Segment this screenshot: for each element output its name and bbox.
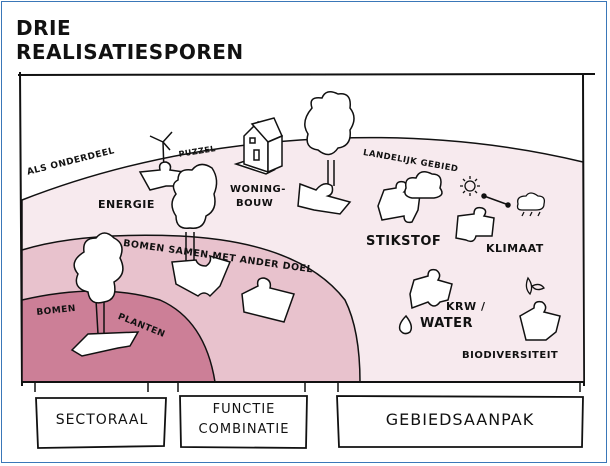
label-krw: KRW / bbox=[446, 300, 486, 313]
tree-icon-sectoraal bbox=[73, 232, 124, 335]
puzzle-piece-functie bbox=[171, 254, 232, 298]
cloud-icon bbox=[404, 171, 443, 199]
track-label-sectoraal: SECTORAAL bbox=[55, 412, 149, 428]
label-biodiversiteit: BIODIVERSITEIT bbox=[462, 350, 559, 361]
label-woningbouw-1: WONING- bbox=[230, 184, 286, 195]
label-stikstof: STIKSTOF bbox=[366, 234, 442, 249]
label-water: WATER bbox=[420, 316, 474, 331]
title-line-1: DRIE bbox=[16, 16, 72, 40]
track-label-combinatie: COMBINATIE bbox=[198, 422, 290, 437]
label-energie: ENERGIE bbox=[98, 198, 155, 211]
label-klimaat: KLIMAAT bbox=[486, 242, 544, 255]
track-box-functiecombinatie bbox=[179, 395, 308, 449]
tree-icon-functie bbox=[171, 163, 218, 262]
arrow-icon bbox=[481, 193, 511, 208]
puzzle-piece-energie bbox=[138, 161, 185, 191]
title-line-2: REALISATIESPOREN bbox=[16, 40, 244, 64]
tree-icon bbox=[304, 91, 355, 186]
puzzle-piece-center bbox=[297, 182, 352, 215]
puzzle-piece-klimaat bbox=[455, 206, 495, 243]
puzzle-piece-biodiversiteit bbox=[519, 300, 561, 341]
puzzle-piece-middle bbox=[241, 277, 295, 323]
track-box-sectoraal bbox=[35, 397, 167, 449]
rain-cloud-icon bbox=[516, 192, 546, 217]
track-label-functie: FUNCTIE bbox=[212, 402, 276, 417]
page-title: DRIE REALISATIESPOREN bbox=[16, 16, 244, 64]
house-icon bbox=[233, 117, 283, 175]
wind-turbine-icon bbox=[149, 131, 173, 173]
track-label-gebiedsaanpak: GEBIEDSAANPAK bbox=[385, 410, 535, 429]
track-dividers bbox=[34, 383, 581, 392]
water-drop-icon bbox=[398, 314, 413, 335]
puzzle-piece-sectoraal bbox=[70, 331, 140, 357]
sun-icon bbox=[460, 176, 480, 196]
label-woningbouw-2: BOUW bbox=[236, 198, 274, 209]
puzzle-piece-krw bbox=[409, 268, 453, 310]
track-box-gebiedsaanpak bbox=[336, 395, 584, 448]
leaf-icon bbox=[525, 276, 545, 296]
